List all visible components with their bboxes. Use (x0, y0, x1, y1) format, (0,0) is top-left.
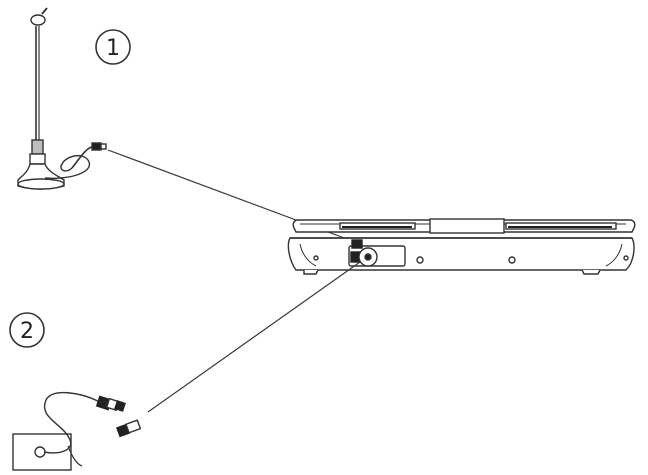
antenna-icon (17, 7, 107, 190)
coax-adapter-icon (116, 419, 142, 438)
antenna-ring-icon (30, 14, 46, 26)
callout-2: 2 (9, 312, 45, 348)
coax-plug-icon (95, 395, 126, 412)
portable-player-icon (287, 218, 636, 275)
connection-line-2 (147, 261, 361, 413)
coax-cable-icon (12, 391, 142, 471)
callout-1: 1 (95, 29, 131, 65)
callout-2-label: 2 (20, 319, 34, 344)
callout-1-label: 1 (106, 36, 120, 61)
